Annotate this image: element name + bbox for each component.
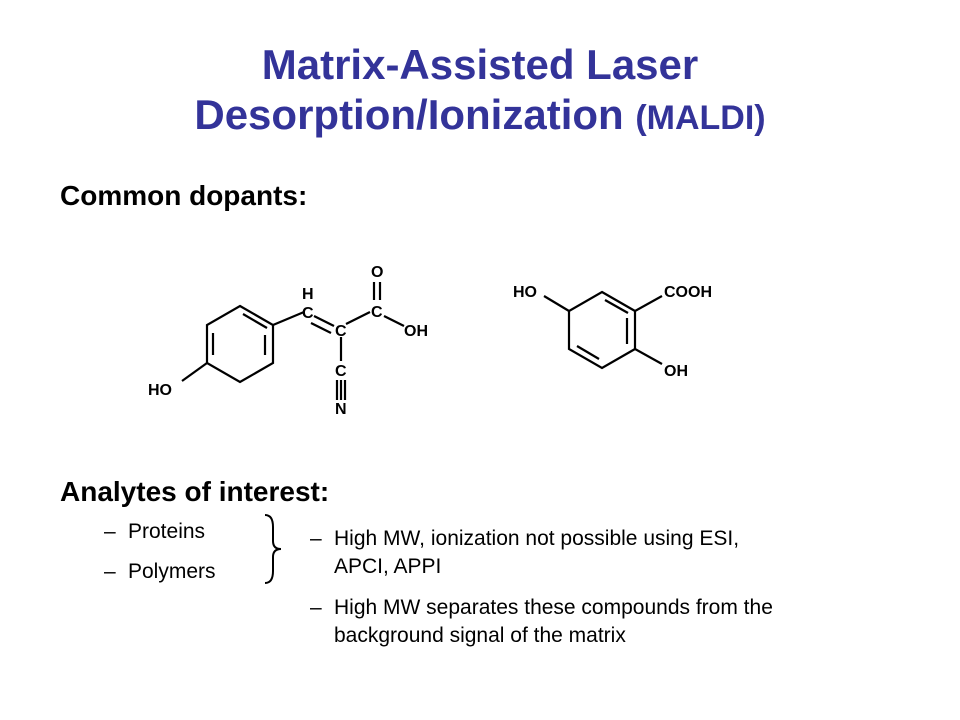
atom-n: N	[335, 401, 347, 418]
atom-h: H	[302, 286, 314, 303]
title-line-1: Matrix-Assisted Laser	[261, 41, 699, 88]
atom-oh-2: OH	[664, 363, 688, 380]
title-line-2: Desorption/Ionization (MALDI)	[0, 90, 960, 143]
note-line: APCI, APPI	[334, 555, 442, 578]
atom-ho-2: HO	[513, 284, 537, 301]
slide-title: Matrix-Assisted Laser Desorption/Ionizat…	[0, 40, 960, 143]
atom-cooh: COOH	[664, 284, 712, 301]
bullet-dash: –	[310, 527, 322, 550]
bullet-dash: –	[104, 520, 116, 543]
dopants-heading: Common dopants:	[60, 180, 308, 211]
atom-oh: OH	[404, 323, 428, 340]
note-item: –High MW separates these compounds from …	[310, 594, 773, 650]
note-line: background signal of the matrix	[334, 624, 626, 647]
atom-ho: HO	[148, 382, 172, 399]
analytes-heading: Analytes of interest:	[60, 476, 330, 507]
note-line: High MW, ionization not possible using E…	[334, 527, 740, 550]
note-item: –High MW, ionization not possible using …	[310, 525, 739, 581]
atom-c-carboxyl: C	[371, 304, 383, 321]
title-line-2-acronym: (MALDI)	[635, 99, 766, 137]
analyte-item: –Polymers	[104, 560, 216, 584]
bullet-dash: –	[104, 560, 116, 583]
analyte-label: Polymers	[128, 560, 216, 583]
bullet-dash: –	[310, 596, 322, 619]
molecule-2-bonds	[543, 290, 663, 370]
analyte-label: Proteins	[128, 520, 206, 543]
atom-c-alpha: C	[302, 305, 314, 322]
title-line-2-main: Desorption/Ionization	[194, 91, 624, 138]
analyte-item: –Proteins	[104, 520, 205, 544]
atom-o: O	[371, 264, 383, 281]
molecule-1-bonds	[181, 282, 405, 400]
note-line: High MW separates these compounds from t…	[334, 596, 773, 619]
atom-c-nitrile: C	[335, 363, 347, 380]
curly-brace-icon	[264, 514, 282, 584]
atom-c-beta: C	[335, 323, 347, 340]
